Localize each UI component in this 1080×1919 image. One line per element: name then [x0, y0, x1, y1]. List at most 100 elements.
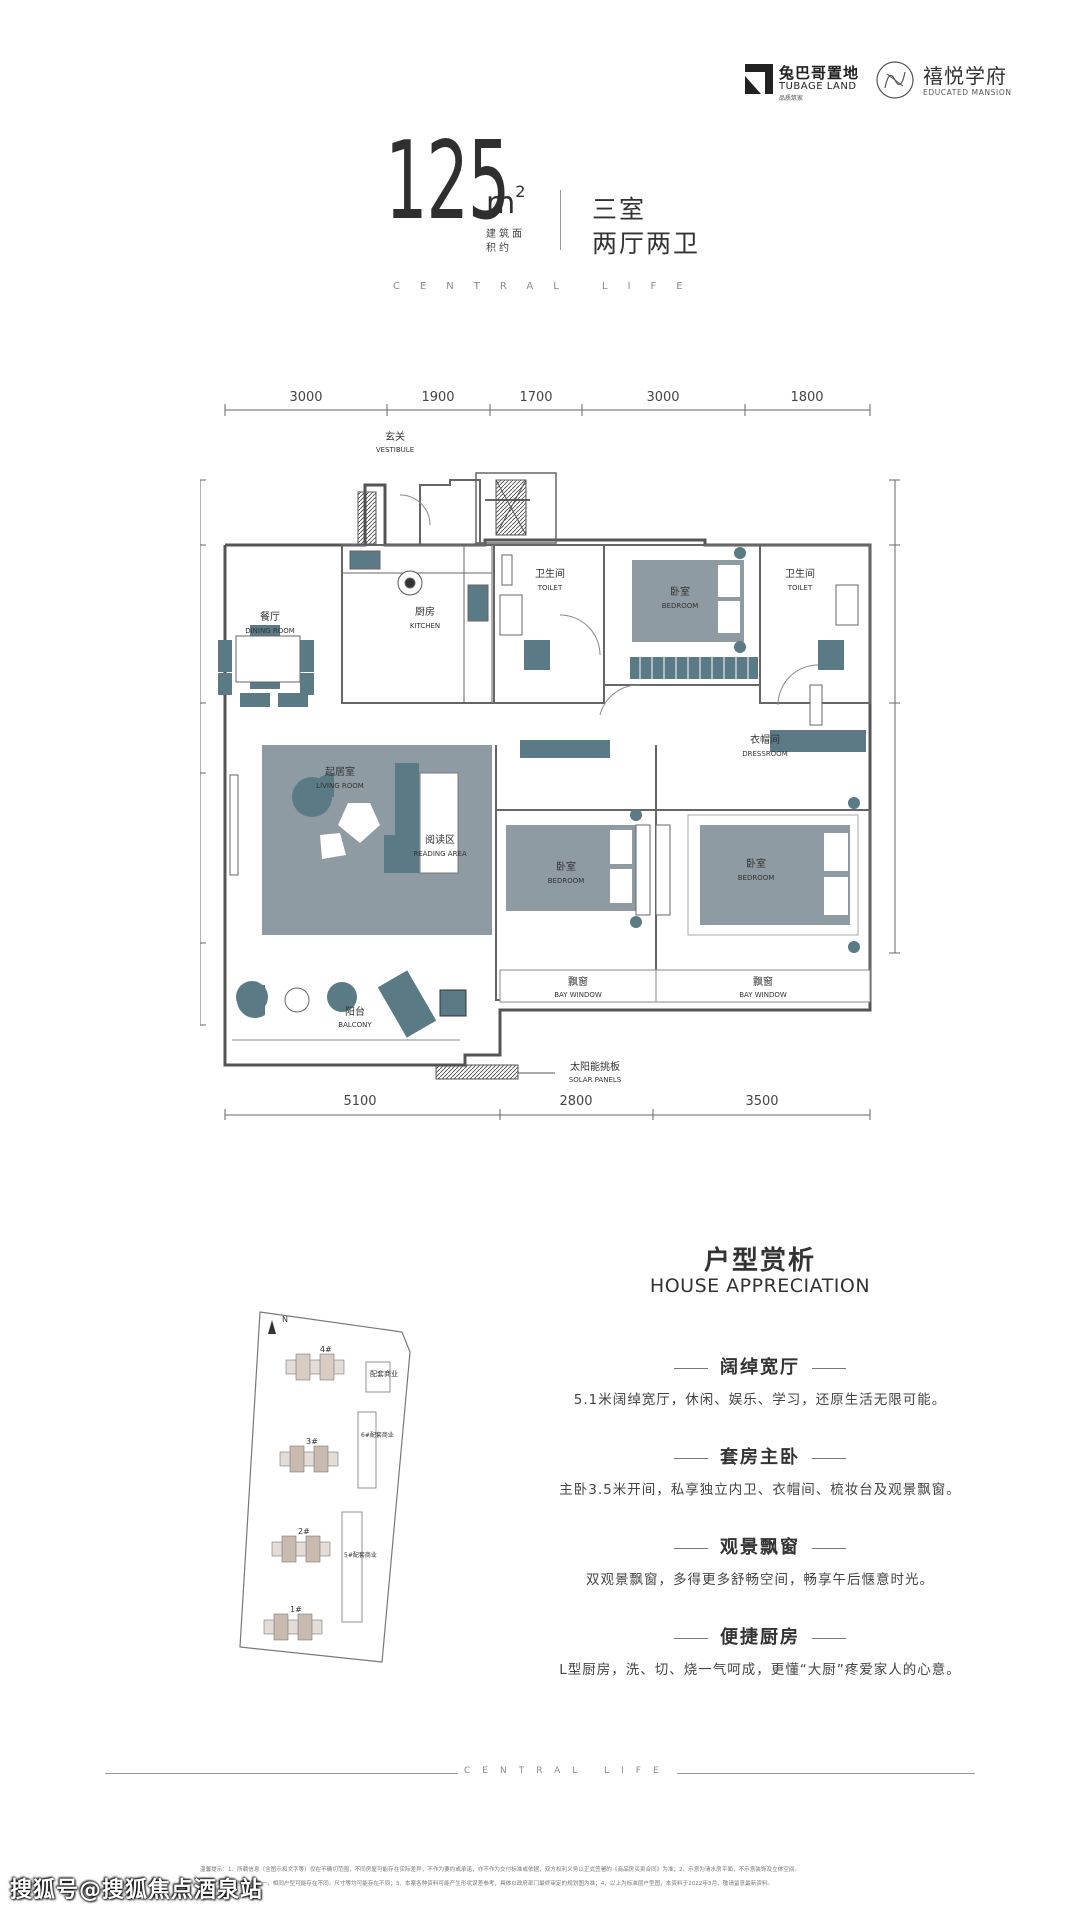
- label-solar-en: SOLAR PANELS: [569, 1076, 622, 1084]
- bottom-dimension-line: [224, 1109, 871, 1120]
- dim-top-1: 3000: [289, 390, 322, 405]
- feature-heading: 阔绰宽厅: [520, 1353, 1000, 1379]
- dressroom-closet: [770, 730, 866, 752]
- label-bedroom2: 卧室: [556, 860, 576, 873]
- commercial-block-5: [341, 1511, 363, 1623]
- label-bedroom1-en: BEDROOM: [662, 602, 699, 610]
- toilet2-fixtures: [777, 584, 859, 706]
- building-1: [263, 1613, 323, 1641]
- dim-top-3: 1700: [519, 390, 552, 405]
- dining-table: [218, 625, 314, 707]
- commercial-a-label: 配套商业: [370, 1369, 398, 1378]
- label-dining: 餐厅: [260, 610, 280, 623]
- developer-name-en: TUBAGE LAND: [779, 81, 857, 92]
- label-toilet2-en: TOILET: [787, 584, 813, 592]
- label-balcony: 阳台: [345, 1005, 365, 1018]
- label-bedroom3: 卧室: [746, 857, 766, 870]
- project-logo: 禧悦学府 EDUCATED MANSION: [875, 58, 1012, 106]
- disclaimer-line-1: 温馨提示：1、所载信息（含图示和文字等）仅在不确切范围，不同房屋可能存在实际差异…: [200, 1867, 801, 1873]
- disclaimer-line-2: 本示意为业户型中楼层之一，相同户型可能存在不同，尺寸等均可能存在不同；3、本案各…: [200, 1881, 774, 1887]
- label-kitchen: 厨房: [415, 605, 435, 618]
- building-4: [285, 1353, 345, 1381]
- top-dimension-line: [224, 404, 871, 416]
- feature-item: 观景飘窗 双观景飘窗，多得更多舒畅空间，畅享午后惬意时光。: [520, 1533, 1000, 1588]
- label-dressroom-en: DRESSROOM: [742, 750, 788, 758]
- commercial-block-6: [357, 1411, 377, 1489]
- bedroom1-wardrobe: [630, 657, 758, 679]
- commercial-block-a: [365, 1361, 391, 1393]
- bedroom2-closet: [635, 824, 651, 916]
- building-2: [271, 1535, 331, 1563]
- north-label: N: [282, 1315, 288, 1324]
- dim-bottom-1: 5100: [343, 1094, 376, 1109]
- label-bay1-en: BAY WINDOW: [554, 991, 602, 999]
- area-note: 建筑面积约: [486, 229, 525, 254]
- developer-name-cn: 兔巴哥置地: [779, 64, 860, 82]
- feature-item: 便捷厨房 L型厨房，洗、切、烧一气呵成，更懂“大厨”疼爱家人的心意。: [520, 1623, 1000, 1678]
- label-toilet2: 卫生间: [785, 567, 815, 580]
- project-emblem-icon: [876, 61, 914, 99]
- bedroom1-bed: [632, 547, 746, 653]
- building-3-label: 3#: [306, 1437, 318, 1446]
- commercial-6-label: 6#配套商业: [361, 1431, 394, 1439]
- dim-bottom-3: 3500: [745, 1094, 778, 1109]
- label-bedroom3-en: BEDROOM: [738, 874, 775, 882]
- feature-heading: 套房主卧: [520, 1443, 1000, 1469]
- dim-top-4: 3000: [646, 390, 679, 405]
- dim-top-2: 1900: [421, 390, 454, 405]
- label-toilet1: 卫生间: [535, 567, 565, 580]
- feature-desc: 双观景飘窗，多得更多舒畅空间，畅享午后惬意时光。: [586, 1572, 934, 1588]
- layout-rooms: 三室: [592, 195, 647, 224]
- feature-desc: 5.1米阔绰宽厅，休闲、娱乐、学习，还原生活无限可能。: [573, 1392, 947, 1408]
- solar-panel-board: [435, 1064, 519, 1080]
- label-bedroom2-en: BEDROOM: [548, 877, 585, 885]
- developer-logo-mark-icon: [745, 64, 773, 94]
- slogan-top: CENTRAL LIFE: [393, 281, 703, 292]
- commercial-5-label: 5#配套商业: [344, 1551, 377, 1559]
- label-reading: 阅读区: [425, 833, 455, 846]
- building-4-label: 4#: [320, 1345, 332, 1354]
- bedroom3-bed: [687, 797, 860, 953]
- left-dimension-line: [200, 479, 206, 1026]
- label-kitchen-en: KITCHEN: [410, 622, 440, 630]
- bedroom2-wardrobe: [520, 740, 610, 758]
- label-vestibule-en: VESTIBULE: [376, 446, 414, 454]
- feature-item: 套房主卧 主卧3.5米开间，私享独立内卫、衣帽间、梳妆台及观景飘窗。: [520, 1443, 1000, 1498]
- label-bay1: 飘窗: [568, 975, 588, 988]
- building-2-label: 2#: [298, 1527, 310, 1536]
- label-reading-en: READING AREA: [413, 850, 466, 858]
- bay-window-1: [499, 969, 657, 1003]
- feature-heading: 观景飘窗: [520, 1533, 1000, 1559]
- bedroom3-closet: [655, 824, 671, 916]
- label-bay2-en: BAY WINDOW: [739, 991, 787, 999]
- label-vestibule: 玄关: [385, 430, 405, 443]
- layout-halls-baths: 两厅两卫: [592, 229, 701, 258]
- label-dining-en: DINING ROOM: [245, 627, 295, 635]
- bedroom2-bed: [506, 809, 642, 928]
- entry-door-swing: [399, 494, 431, 526]
- project-name-en: EDUCATED MANSION: [923, 88, 1012, 97]
- building-3: [279, 1445, 339, 1473]
- tv-console: [229, 774, 239, 876]
- label-solar: 太阳能挑板: [570, 1060, 620, 1073]
- dressing-table: [809, 684, 823, 726]
- developer-logo: 兔巴哥置地 TUBAGE LAND 品质筑家: [745, 60, 890, 102]
- building-1-label: 1#: [290, 1605, 302, 1614]
- toilet1-fixtures: [499, 554, 601, 670]
- kitchen-counters: [341, 544, 493, 704]
- label-bay2: 飘窗: [753, 975, 773, 988]
- north-arrow-icon: [268, 1320, 276, 1334]
- label-toilet1-en: TOILET: [537, 584, 563, 592]
- appreciation-subtitle: HOUSE APPRECIATION: [649, 1275, 871, 1297]
- appreciation-title: 户型赏析: [703, 1246, 816, 1276]
- developer-tagline: 品质筑家: [779, 95, 804, 102]
- label-bedroom1: 卧室: [670, 585, 690, 598]
- shoe-cabinet: [357, 491, 377, 545]
- dim-top-5: 1800: [790, 390, 823, 405]
- feature-desc: L型厨房，洗、切、烧一气呵成，更懂“大厨”疼爱家人的心意。: [559, 1662, 961, 1678]
- feature-item: 阔绰宽厅 5.1米阔绰宽厅，休闲、娱乐、学习，还原生活无限可能。: [520, 1353, 1000, 1408]
- label-living: 起居室: [325, 765, 355, 778]
- area-unit: m2: [486, 182, 526, 221]
- label-living-en: LIVING ROOM: [316, 782, 364, 790]
- project-name-cn: 禧悦学府: [923, 64, 1007, 88]
